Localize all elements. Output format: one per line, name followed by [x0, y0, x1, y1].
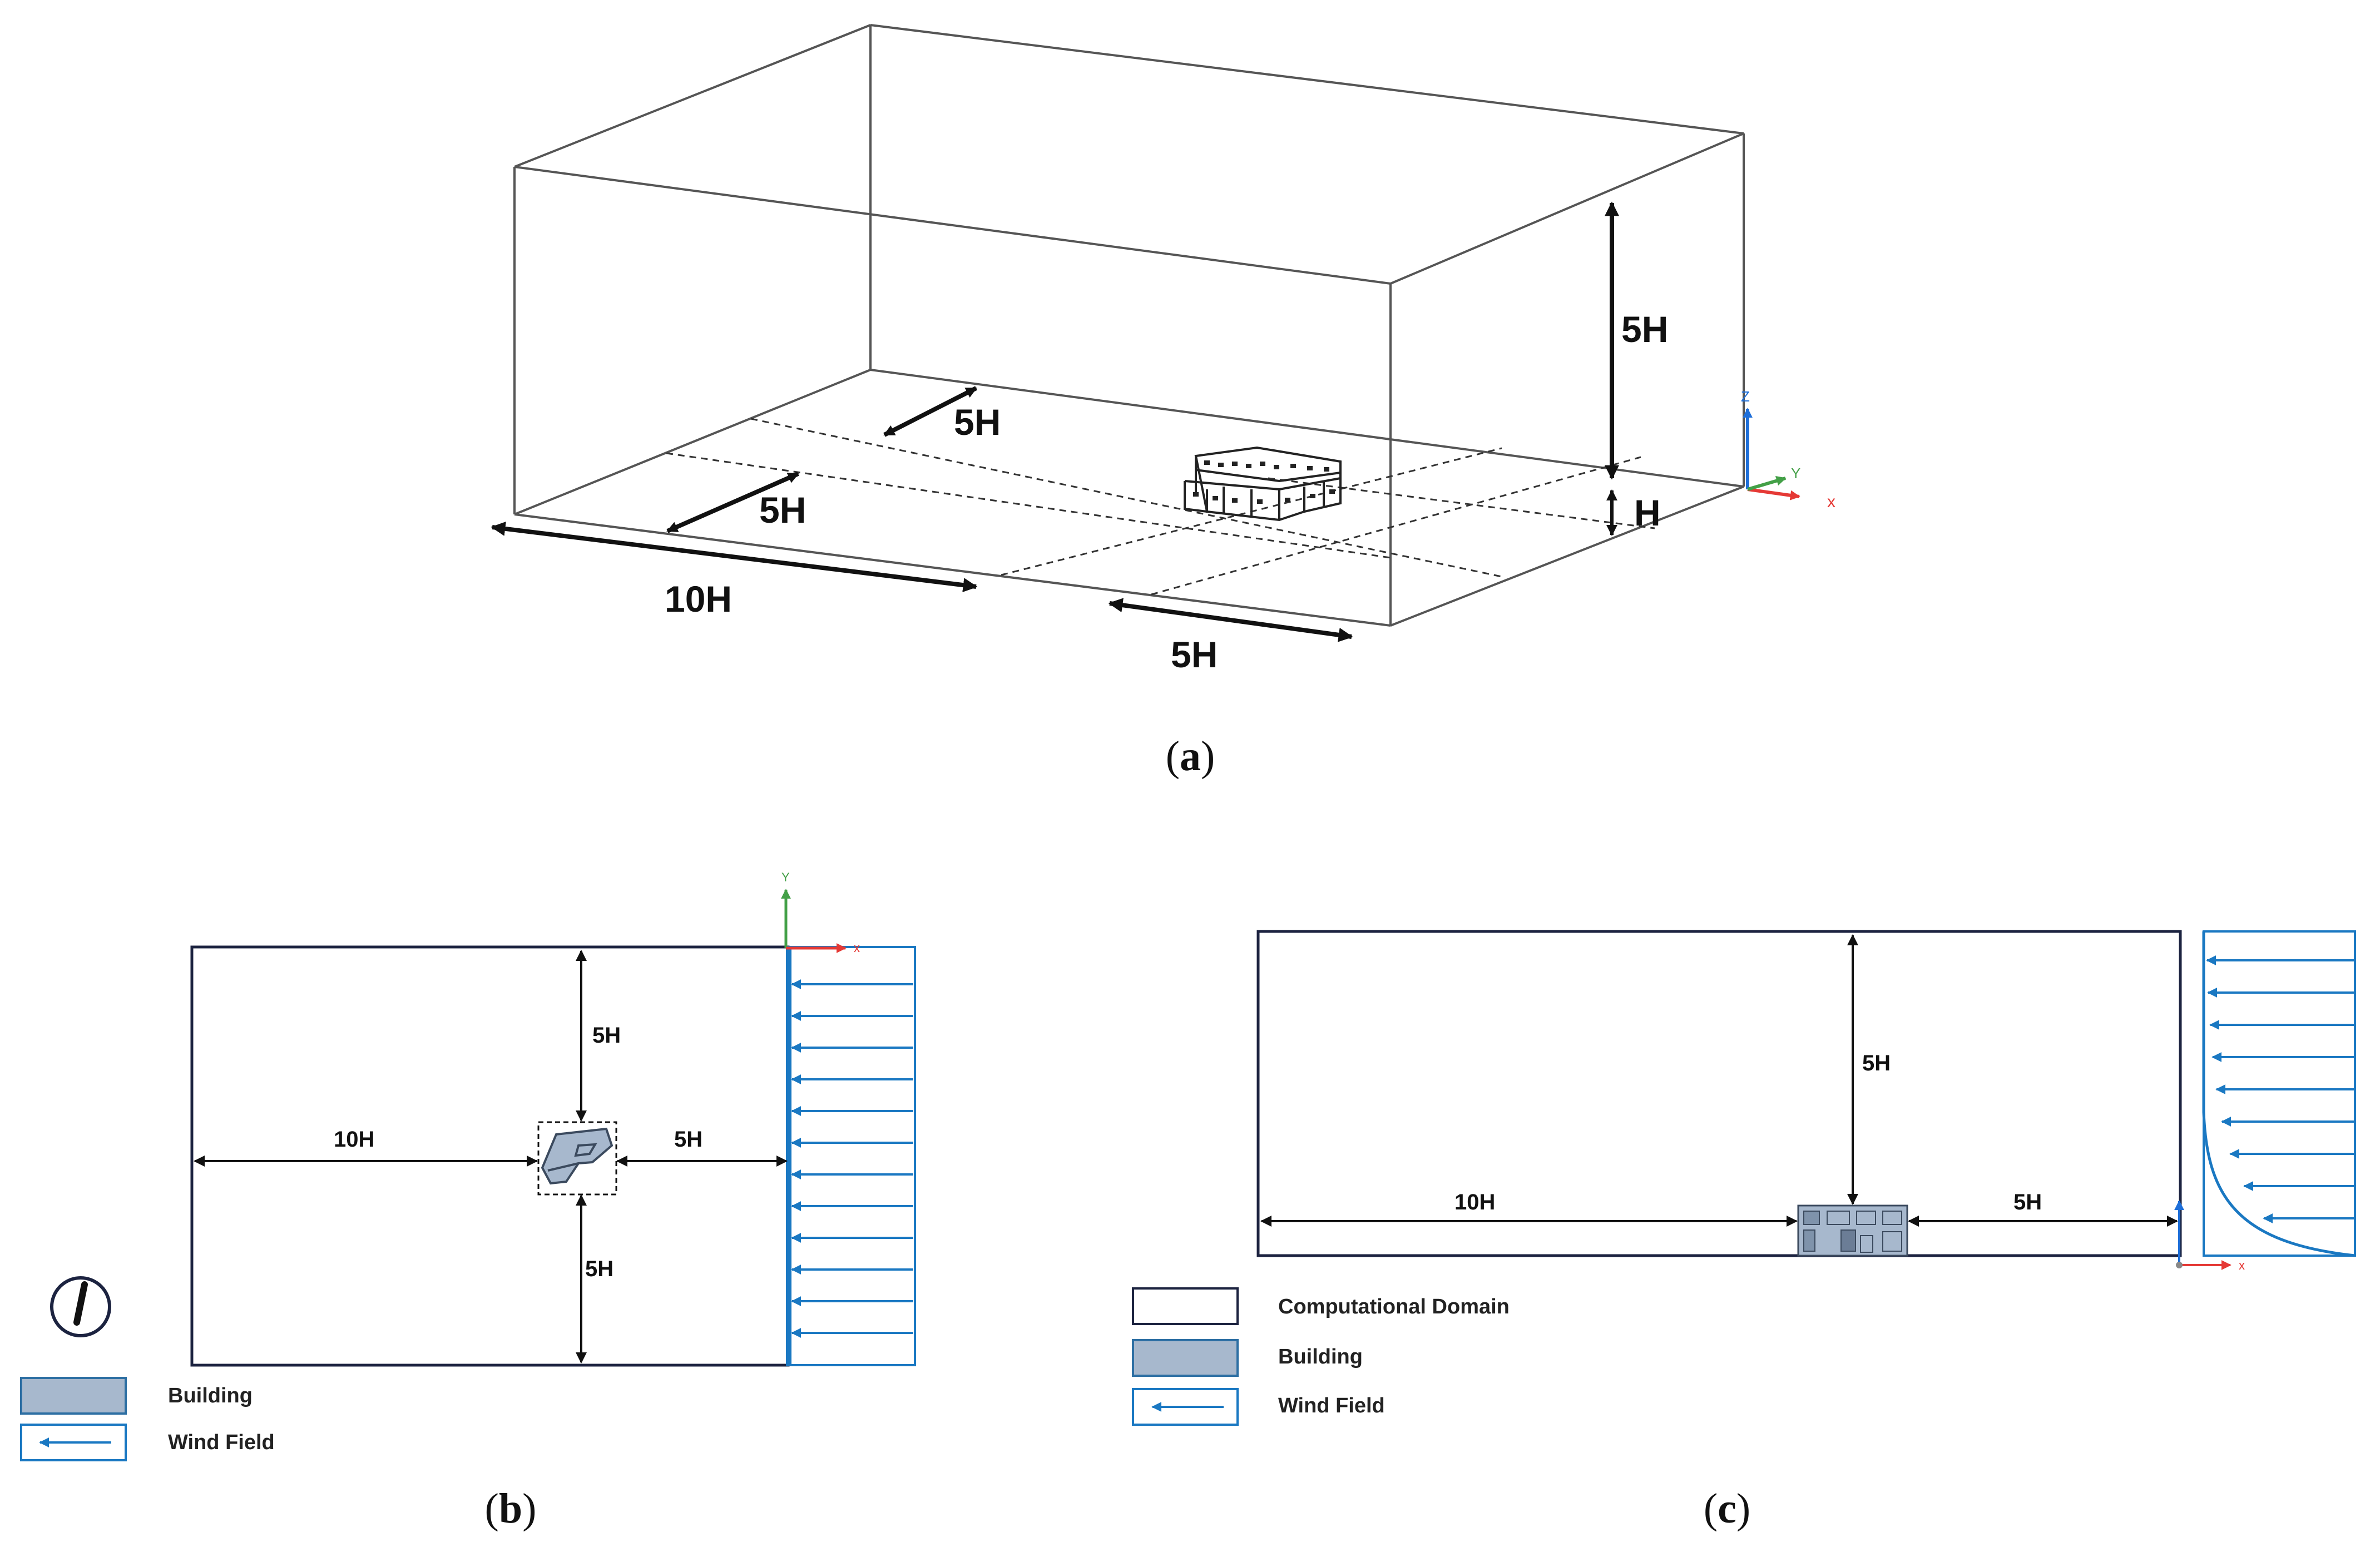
legend-domain-label: Computational Domain	[1278, 1295, 1510, 1318]
wind-profile-curve	[2202, 931, 2356, 1257]
axis-label-x-plan: x	[854, 941, 860, 955]
domain-rect-elevation	[1256, 930, 2182, 1257]
axes-triad-plan: Y x	[781, 870, 860, 955]
domain-rect-plan	[190, 945, 790, 1367]
legend-c: Computational Domain Building Wind Field	[1132, 1287, 1510, 1426]
legend-b: Building Wind Field	[20, 1377, 275, 1461]
legend-wind-label-c: Wind Field	[1278, 1394, 1385, 1417]
legend-building-swatch	[20, 1377, 127, 1415]
label-length-5h: 5H	[1171, 634, 1218, 675]
caption-c: (c)	[1704, 1485, 1750, 1532]
building-plan-inner	[574, 1143, 597, 1157]
axis-label-y-plan: Y	[781, 870, 790, 884]
wind-arrows-plan	[791, 979, 913, 1338]
legend-building-label: Building	[168, 1384, 253, 1407]
domain-box-3d	[513, 24, 1745, 627]
building-3d-windows	[1193, 460, 1335, 504]
panel-a: 5H H 5H 5H 10H 5H Z x Y (a)	[491, 24, 1835, 780]
legend-wind-label: Wind Field	[168, 1431, 275, 1454]
legend-building-label-c: Building	[1278, 1345, 1363, 1368]
dim-arrow-length-5h	[1108, 598, 1353, 642]
building-elevation	[1797, 1204, 1908, 1257]
label-right-5h-c: 5H	[2013, 1190, 2042, 1214]
axes-triad-3d: Z x Y	[1741, 388, 1835, 511]
label-inner-5h-back: 5H	[954, 401, 1001, 443]
caption-a: (a)	[1166, 733, 1215, 780]
axis-label-z: Z	[1741, 388, 1750, 405]
dim-arrow-inner-5h-front	[666, 472, 799, 533]
axis-label-x-elev: x	[2239, 1258, 2245, 1272]
legend-building-swatch-c	[1132, 1339, 1239, 1377]
building-plan-inner-2	[547, 1162, 579, 1172]
label-right-5h: 5H	[674, 1127, 702, 1152]
dim-arrow-inner-5h-back	[883, 386, 977, 437]
label-top-5h-c: 5H	[1862, 1051, 1891, 1075]
caption-b: (b)	[485, 1485, 537, 1532]
label-left-10h: 10H	[334, 1127, 374, 1152]
panel-c: 5H 10H 5H x Computational Domain Buildin…	[1132, 930, 2356, 1532]
compass-icon	[50, 1276, 111, 1337]
label-inner-5h-front: 5H	[759, 489, 806, 530]
label-top-5h: 5H	[592, 1023, 621, 1048]
label-left-10h-c: 10H	[1454, 1190, 1495, 1214]
label-height-h: H	[1634, 492, 1661, 533]
axis-label-x: x	[1827, 493, 1835, 511]
label-bottom-5h: 5H	[585, 1257, 613, 1281]
axes-triad-elevation: x	[2174, 1200, 2245, 1272]
building-3d	[1184, 446, 1342, 522]
wind-profile-box	[2203, 930, 2356, 1257]
wind-field-box	[786, 946, 916, 1366]
panel-b: 5H 5H 10H 5H Y x Building Wind Field (b)	[20, 870, 916, 1532]
label-height-5h: 5H	[1621, 309, 1668, 350]
label-length-10h: 10H	[665, 578, 732, 619]
dim-arrow-length-10h	[491, 521, 978, 593]
legend-domain-swatch	[1132, 1287, 1239, 1325]
wind-arrows-profile	[2206, 955, 2354, 1223]
axis-label-y: Y	[1791, 465, 1800, 482]
